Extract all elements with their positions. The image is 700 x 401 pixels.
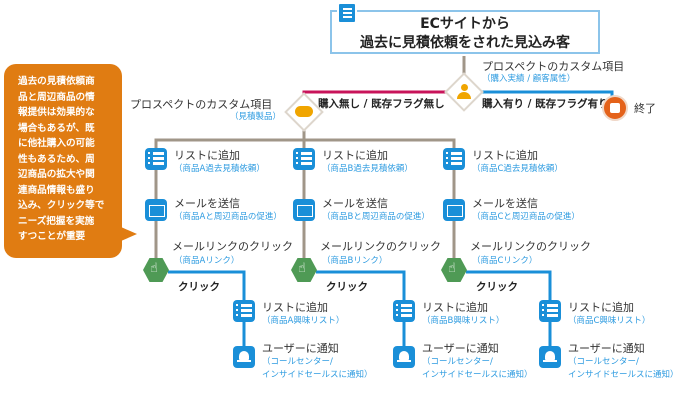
click-label: クリック (476, 281, 518, 293)
callout-note: 過去の見積依頼商品と周辺商品の情報提供は効果的な場合もあるが、既に他社購入の可能… (4, 64, 122, 258)
callout-line: に他社購入の可能 (18, 138, 95, 149)
add-interest-sub: （商品A興味リスト） (262, 316, 345, 326)
list-icon (539, 300, 561, 322)
pointer-hand-icon (441, 258, 467, 282)
decision-product-sub: （見積製品） (230, 112, 282, 122)
callout-line: 辺商品の拡大や関 (18, 169, 95, 180)
click-label: クリック (178, 281, 220, 293)
notify-sub-2: インサイドセールスに通知） (262, 370, 373, 380)
notify-sub-1: （コールセンター/ (422, 357, 493, 367)
callout-line: 込み、クリック等で (18, 200, 105, 211)
document-icon (337, 2, 357, 24)
decision-purchase-label: プロスペクトのカスタム項目 (482, 60, 625, 73)
add-list-sub: （商品B過去見積依頼） (322, 164, 413, 174)
link-click-sub: （商品Aリンク） (174, 256, 240, 266)
notify-label: ユーザーに通知 (262, 342, 339, 355)
link-click-sub: （商品Bリンク） (322, 256, 388, 266)
add-list-label: リストに追加 (322, 149, 388, 162)
callout-line: 過去の見積依頼商 (18, 76, 95, 87)
send-mail-sub: （商品Bと周辺商品の促進） (322, 212, 430, 222)
add-interest-label: リストに追加 (262, 301, 328, 314)
mail-icon (145, 199, 167, 221)
click-path-a (168, 270, 246, 360)
pointer-hand-icon (291, 258, 317, 282)
list-icon (393, 300, 415, 322)
click-path-c (466, 270, 552, 360)
start-node-title: ECサイトから 過去に見積依頼をされた見込み客 (330, 10, 600, 54)
notify-label: ユーザーに通知 (568, 342, 645, 355)
notify-sub-2: インサイドセールスに通知） (568, 370, 679, 380)
link-click-label: メールリンクのクリック (172, 240, 293, 253)
notify-sub-2: インサイドセールスに通知） (422, 370, 533, 380)
click-path-b (316, 270, 406, 360)
link-click-label: メールリンクのクリック (470, 240, 591, 253)
title-line-1: ECサイトから (420, 16, 510, 32)
send-mail-label: メールを送信 (174, 197, 240, 210)
send-mail-sub: （商品Cと周辺商品の促進） (472, 212, 580, 222)
callout-line: すつことが重要 (18, 231, 86, 242)
click-label: クリック (326, 281, 368, 293)
link-click-sub: （商品Cリンク） (472, 256, 538, 266)
add-interest-label: リストに追加 (422, 301, 488, 314)
notify-label: ユーザーに通知 (422, 342, 499, 355)
bell-icon (393, 346, 415, 368)
cloud-icon (295, 106, 313, 117)
person-icon (457, 84, 471, 100)
title-line-2: 過去に見積依頼をされた見込み客 (360, 35, 570, 51)
list-icon (293, 148, 315, 170)
add-list-sub: （商品A過去見積依頼） (174, 164, 265, 174)
send-mail-label: メールを送信 (322, 197, 388, 210)
callout-line: ニーズ把握を実施 (18, 215, 95, 227)
bell-icon (539, 346, 561, 368)
add-list-sub: （商品C過去見積依頼） (472, 164, 563, 174)
mail-icon (443, 199, 465, 221)
end-label: 終了 (634, 102, 656, 115)
mail-icon (293, 199, 315, 221)
notify-sub-1: （コールセンター/ (262, 357, 333, 367)
send-mail-sub: （商品Aと周辺商品の促進） (174, 212, 282, 222)
add-interest-sub: （商品C興味リスト） (568, 316, 651, 326)
callout-text: 過去の見積依頼商品と周辺商品の情報提供は効果的な場合もあるが、既に他社購入の可能… (18, 74, 114, 245)
list-icon (145, 148, 167, 170)
send-mail-label: メールを送信 (472, 197, 538, 210)
link-click-label: メールリンクのクリック (320, 240, 441, 253)
branch-no-purchase-label: 購入無し / 既存フラグ無し (318, 98, 445, 110)
list-icon (233, 300, 255, 322)
add-list-label: リストに追加 (174, 149, 240, 162)
list-icon (443, 148, 465, 170)
add-interest-sub: （商品B興味リスト） (422, 316, 505, 326)
callout-line: 連商品情報も盛り (18, 184, 95, 196)
callout-line: 性もあるため、周 (18, 153, 95, 165)
add-interest-label: リストに追加 (568, 301, 634, 314)
callout-pointer (121, 227, 137, 241)
decision-purchase-sub: （購入実績 / 顧客属性） (482, 74, 576, 84)
callout-line: 品と周辺商品の情 (18, 91, 95, 103)
add-list-label: リストに追加 (472, 149, 538, 162)
branch-purchase-label: 購入有り / 既存フラグ有り (482, 98, 609, 110)
callout-line: 報提供は効果的な (18, 107, 95, 118)
stop-icon (602, 95, 628, 121)
bell-icon (233, 346, 255, 368)
callout-line: 場合もあるが、既 (18, 122, 95, 134)
notify-sub-1: （コールセンター/ (568, 357, 639, 367)
decision-product-label: プロスペクトのカスタム項目 (130, 98, 273, 111)
